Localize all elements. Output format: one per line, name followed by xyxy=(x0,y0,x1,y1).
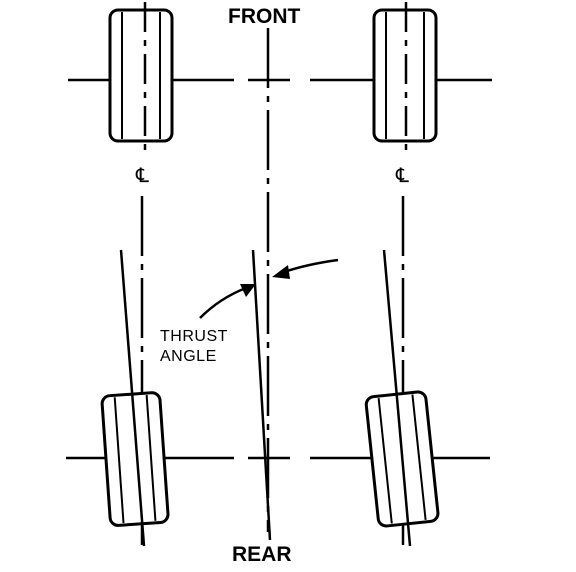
thrust-line xyxy=(251,249,272,541)
right-centerline-symbol: ℄ xyxy=(395,163,409,187)
front-right-wheel xyxy=(372,2,438,150)
rear-right-wheel-axis xyxy=(382,249,412,547)
thrust-arrowhead-left xyxy=(240,284,256,297)
thrust-arrowhead-right xyxy=(272,265,290,279)
rear-left-wheel xyxy=(100,391,170,527)
thrust-label-line2: ANGLE xyxy=(160,348,217,365)
thrust-arrow-left xyxy=(199,286,247,319)
left-centerline-symbol: ℄ xyxy=(135,163,149,187)
rear-left-wheel-axis xyxy=(119,249,146,547)
thrust-label-line1: THRUST xyxy=(160,328,228,345)
thrust-arrow-right xyxy=(283,258,339,274)
rear-label: REAR xyxy=(232,543,292,566)
front-left-wheel xyxy=(108,2,174,150)
front-label: FRONT xyxy=(228,5,300,28)
